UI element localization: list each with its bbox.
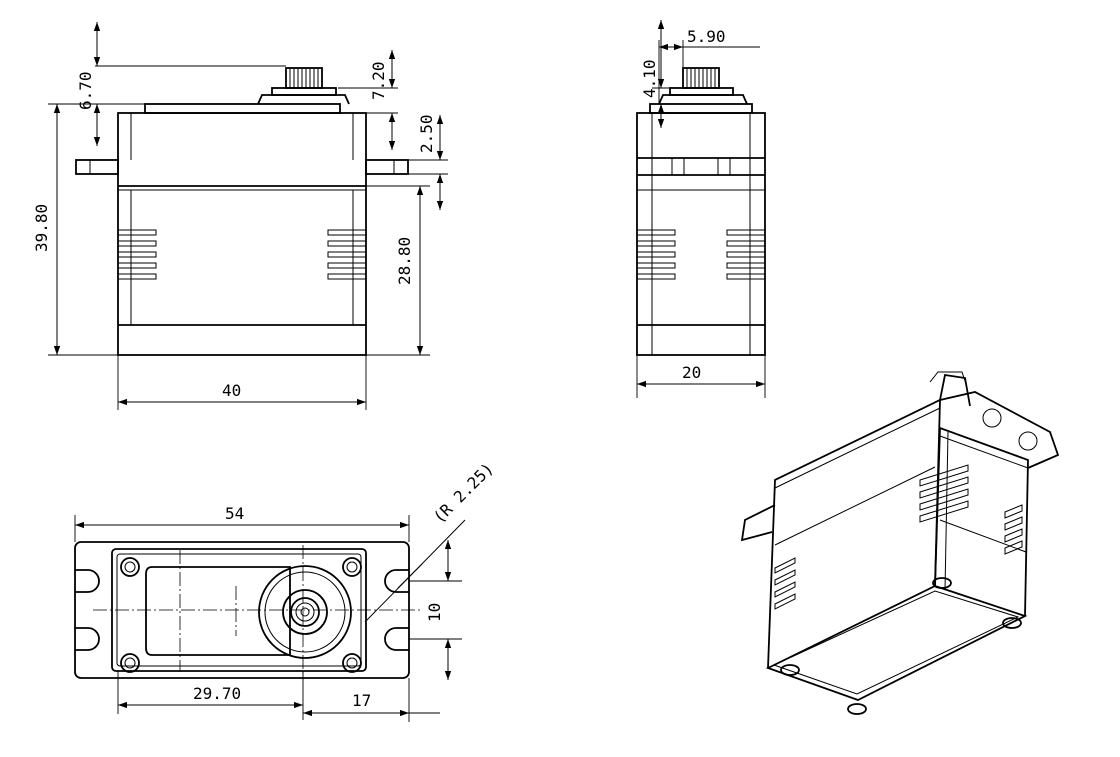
dim-hole-spacing: 10	[425, 603, 444, 622]
iso-vents-left	[774, 557, 796, 610]
side-vents-right	[726, 229, 766, 280]
dim-front-width: 40	[222, 381, 241, 400]
dim-flange-thickness: 2.50	[417, 114, 436, 153]
front-view: 6.70 7.20 2.50 39.80 28.80 40	[32, 22, 448, 410]
side-vents-left	[636, 229, 676, 280]
spline-teeth	[289, 68, 319, 88]
dim-hole-radius: (R 2.25)	[429, 459, 497, 527]
iso-vents-right	[919, 464, 1023, 555]
dim-horn-height: 6.70	[76, 71, 95, 110]
dim-total-height: 39.80	[32, 204, 51, 252]
dim-top-length: 54	[225, 504, 244, 523]
dim-body-height: 28.80	[395, 237, 414, 285]
top-view: (R 2.25) 54 10 29.70 17	[74, 459, 497, 722]
side-view: 5.90 4.10 20	[636, 20, 766, 398]
dim-spline-width: 5.90	[687, 27, 726, 46]
isometric-view	[740, 371, 1060, 715]
side-spline-teeth	[686, 68, 716, 88]
vent-slots-left	[117, 229, 157, 280]
dim-output-offset: 29.70	[193, 684, 241, 703]
dim-side-width: 20	[682, 363, 701, 382]
vent-slots-right	[327, 229, 367, 280]
dim-spline-height: 4.10	[640, 59, 659, 98]
dim-horn-top: 7.20	[369, 61, 388, 100]
dim-output-center: 17	[352, 691, 371, 710]
